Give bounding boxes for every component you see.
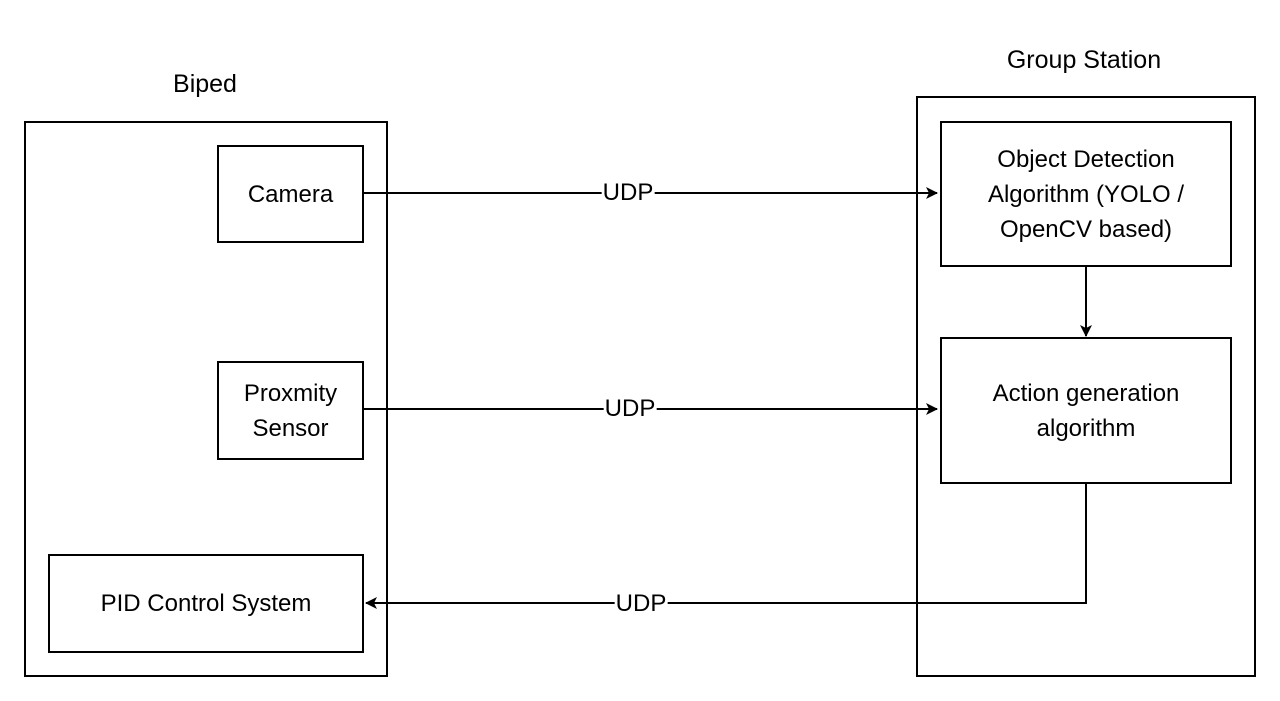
edge-label-camera-udp: UDP bbox=[601, 179, 655, 206]
edge-label-pid-udp: UDP bbox=[614, 590, 668, 617]
camera-node: Camera bbox=[217, 145, 364, 243]
group-station-group-label: Group Station bbox=[1006, 46, 1162, 74]
biped-group-label: Biped bbox=[173, 70, 237, 98]
object-detection-node: Object Detection Algorithm (YOLO / OpenC… bbox=[940, 121, 1232, 267]
edge-label-proximity-udp: UDP bbox=[603, 395, 657, 422]
action-generation-node: Action generation algorithm bbox=[940, 337, 1232, 484]
pid-control-system-node: PID Control System bbox=[48, 554, 364, 653]
proximity-sensor-node: Proxmity Sensor bbox=[217, 361, 364, 460]
edge-action-generation-to-pid bbox=[365, 483, 1087, 609]
